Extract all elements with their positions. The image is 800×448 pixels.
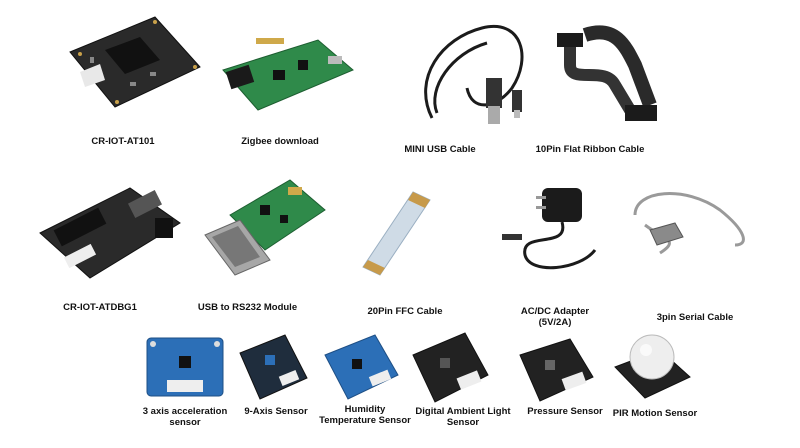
iot-board-icon — [60, 12, 210, 112]
item-label: 3pin Serial Cable — [656, 312, 734, 323]
item-label: Pressure Sensor — [527, 406, 603, 417]
item-label: Digital Ambient Light Sensor — [415, 406, 511, 428]
item-label: Humidity Temperature Sensor — [319, 404, 411, 426]
ribbon-cable-icon — [555, 25, 665, 130]
item-label: MINI USB Cable — [404, 144, 476, 155]
ffc-cable-icon — [355, 190, 445, 280]
item-label: 3 axis acceleration sensor — [142, 406, 228, 428]
pressure-sensor-icon — [515, 335, 595, 405]
rs232-module-icon — [200, 175, 330, 285]
humidity-sensor-icon — [320, 333, 400, 403]
power-adapter-icon — [500, 180, 610, 280]
zigbee-board-icon — [218, 30, 358, 120]
item-label: USB to RS232 Module — [197, 302, 298, 313]
accel-sensor-icon — [145, 336, 225, 398]
serial-cable-icon — [625, 185, 755, 265]
item-label: PIR Motion Sensor — [612, 408, 698, 419]
item-label: CR-IOT-AT101 — [91, 136, 155, 147]
pir-sensor-icon — [610, 322, 695, 402]
item-label: Zigbee download — [241, 136, 319, 147]
item-label: 10Pin Flat Ribbon Cable — [535, 144, 645, 155]
light-sensor-icon — [410, 330, 490, 405]
item-label: CR-IOT-ATDBG1 — [63, 302, 137, 313]
debug-board-icon — [35, 178, 185, 283]
item-label: AC/DC Adapter (5V/2A) — [520, 306, 590, 328]
item-label: 9-Axis Sensor — [244, 406, 308, 417]
usb-cable-icon — [412, 18, 542, 133]
item-label: 20Pin FFC Cable — [367, 306, 443, 317]
nine-axis-sensor-icon — [235, 333, 310, 403]
